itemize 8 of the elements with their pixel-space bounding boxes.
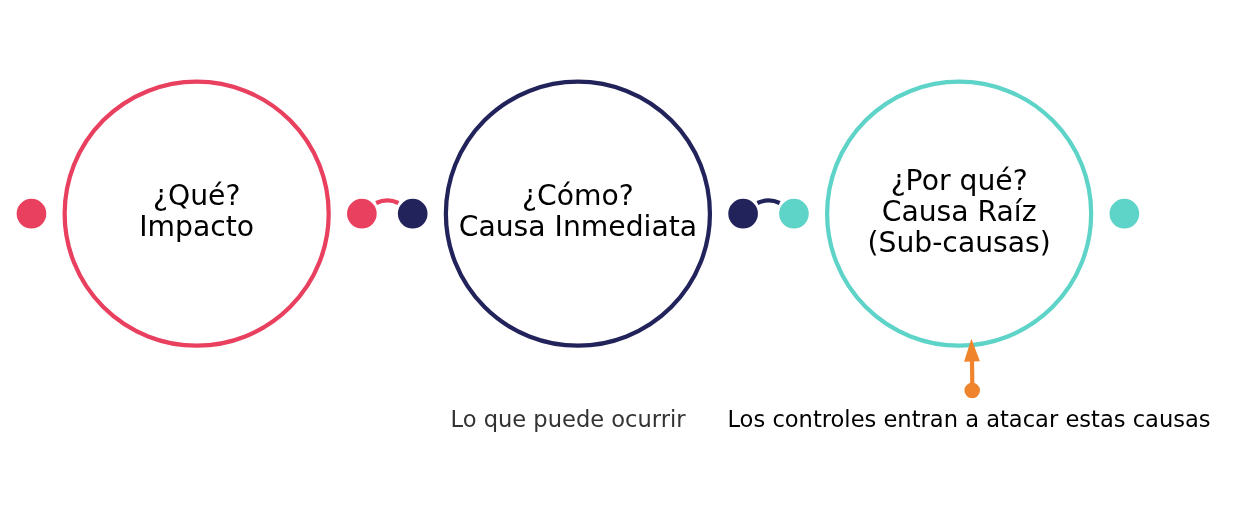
node-text: Los controles entran a atacar estas causas <box>727 405 1211 432</box>
node-circle: ¿Por qué? Causa Raíz (Sub-causas) <box>825 79 1094 348</box>
connector <box>756 197 781 205</box>
node-circle: ¿Qué? Impacto <box>62 79 331 348</box>
node-circle: ¿Cómo? Causa Inmediata <box>443 79 713 348</box>
connector <box>375 197 400 205</box>
arrow <box>964 338 980 398</box>
label: Lo que puede ocurrir <box>450 405 686 432</box>
